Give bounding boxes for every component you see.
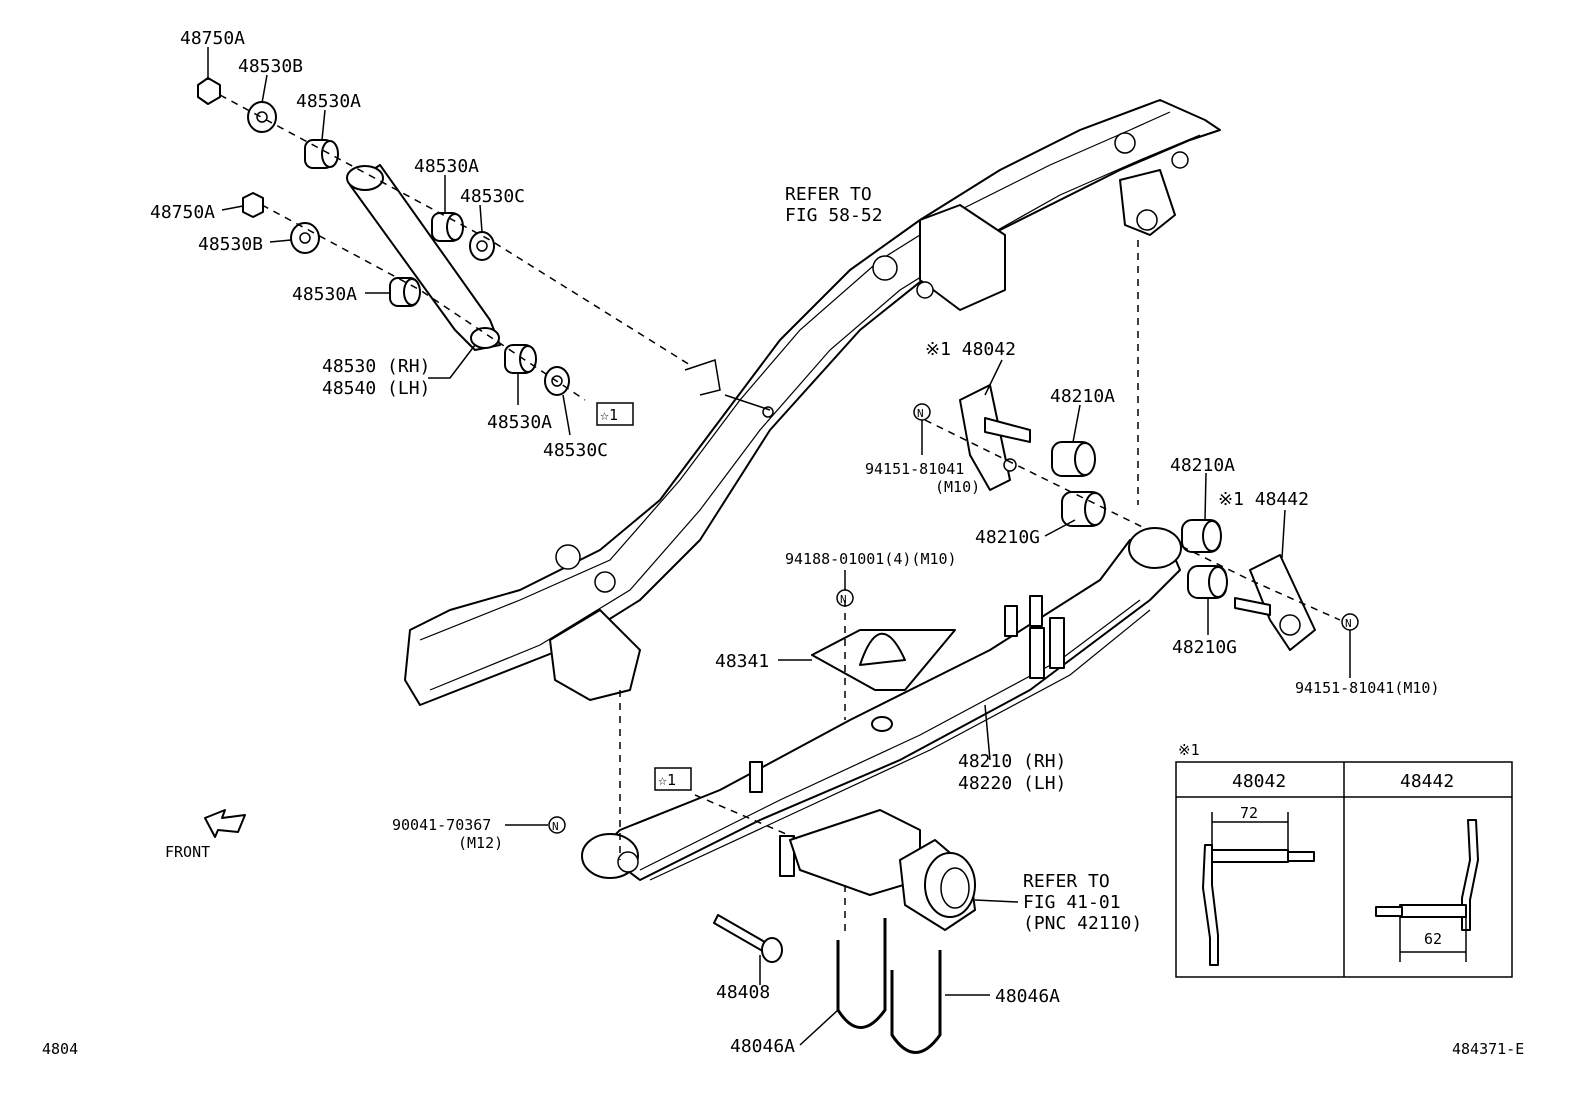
label-90041: 90041-70367	[392, 816, 491, 834]
label-48530B-mid: 48530B	[198, 234, 263, 255]
label-48210-rh: 48210 (RH)	[958, 751, 1066, 772]
bushing-48210G-right	[1187, 565, 1228, 599]
label-star1-low: ☆1	[658, 771, 676, 789]
label-48442: ※1 48442	[1218, 489, 1309, 510]
bushing-48210G-left	[1061, 491, 1106, 527]
bushing-48210A-right	[1181, 519, 1222, 553]
label-48046A-left: 48046A	[730, 1036, 795, 1057]
label-48210G-right: 48210G	[1172, 637, 1237, 658]
label-front: FRONT	[165, 843, 210, 861]
inset-col-right: 48442	[1400, 771, 1454, 792]
label-48210A-right: 48210A	[1170, 455, 1235, 476]
label-48530-rh: 48530 (RH)	[322, 356, 430, 377]
page-code-left: 4804	[42, 1040, 78, 1058]
label-48341: 48341	[715, 651, 769, 672]
label-48220-lh: 48220 (LH)	[958, 773, 1066, 794]
label-48750A-mid: 48750A	[150, 202, 215, 223]
page-code-right: 484371-E	[1452, 1040, 1524, 1058]
bushing-cluster-top	[197, 77, 570, 396]
bushing-48210A-left	[1051, 441, 1096, 477]
label-48210A-left: 48210A	[1050, 386, 1115, 407]
bolt-48408	[713, 914, 783, 963]
label-refer-axle-1: REFER TO	[1023, 871, 1110, 892]
inset-col-left: 48042	[1232, 771, 1286, 792]
inset-dim-right: 62	[1424, 930, 1442, 948]
label-star1-top: ☆1	[600, 406, 618, 424]
label-48530A-low: 48530A	[292, 284, 357, 305]
leaf-spring	[581, 527, 1182, 881]
u-bolt-48046A	[836, 918, 942, 1054]
label-refer-axle-3: (PNC 42110)	[1023, 913, 1142, 934]
label-94151-left: 94151-81041	[865, 460, 964, 478]
axle-housing	[789, 809, 976, 931]
label-48408: 48408	[716, 982, 770, 1003]
label-94188: 94188-01001(4)(M10)	[785, 550, 957, 568]
label-48042: ※1 48042	[925, 339, 1016, 360]
star-box	[596, 402, 634, 426]
svg-text:N: N	[552, 820, 559, 833]
label-48530C-bot: 48530C	[543, 440, 608, 461]
label-48530C-mid: 48530C	[460, 186, 525, 207]
inset-dim-left: 72	[1240, 804, 1258, 822]
label-refer-axle-2: FIG 41-01	[1023, 892, 1121, 913]
label-48046A-right: 48046A	[995, 986, 1060, 1007]
part-labels: 48750A 48530B 48530A 48530A 48530C 48750…	[42, 28, 1524, 1058]
bump-stopper-48341	[811, 629, 956, 691]
label-94151-left-size: (M10)	[935, 478, 980, 496]
inset-note: ※1	[1178, 741, 1200, 759]
shock-absorber	[346, 164, 501, 351]
label-48210G-left: 48210G	[975, 527, 1040, 548]
shackle-48442	[1234, 554, 1316, 651]
leader-lines	[207, 47, 1351, 1046]
label-48530A-bot: 48530A	[487, 412, 552, 433]
label-refer-frame-2: FIG 58-52	[785, 205, 883, 226]
shackle-48042	[959, 384, 1031, 491]
svg-text:N: N	[840, 593, 847, 606]
label-refer-frame-1: REFER TO	[785, 184, 872, 205]
label-48750A-top: 48750A	[180, 28, 245, 49]
label-48530A-mid: 48530A	[414, 156, 479, 177]
star-box	[654, 767, 692, 791]
svg-text:N: N	[917, 407, 924, 420]
label-48530B-top: 48530B	[238, 56, 303, 77]
n-mark-icon: N N N N	[548, 403, 1359, 834]
front-arrow-icon	[204, 809, 246, 838]
svg-text:N: N	[1345, 617, 1352, 630]
inset-table: ※1 48042 48442 72 62	[1175, 741, 1513, 978]
label-90041-size: (M12)	[458, 834, 503, 852]
label-94151-right: 94151-81041(M10)	[1295, 679, 1440, 697]
frame-rail	[404, 99, 1221, 706]
label-48530A-top: 48530A	[296, 91, 361, 112]
label-48540-lh: 48540 (LH)	[322, 378, 430, 399]
